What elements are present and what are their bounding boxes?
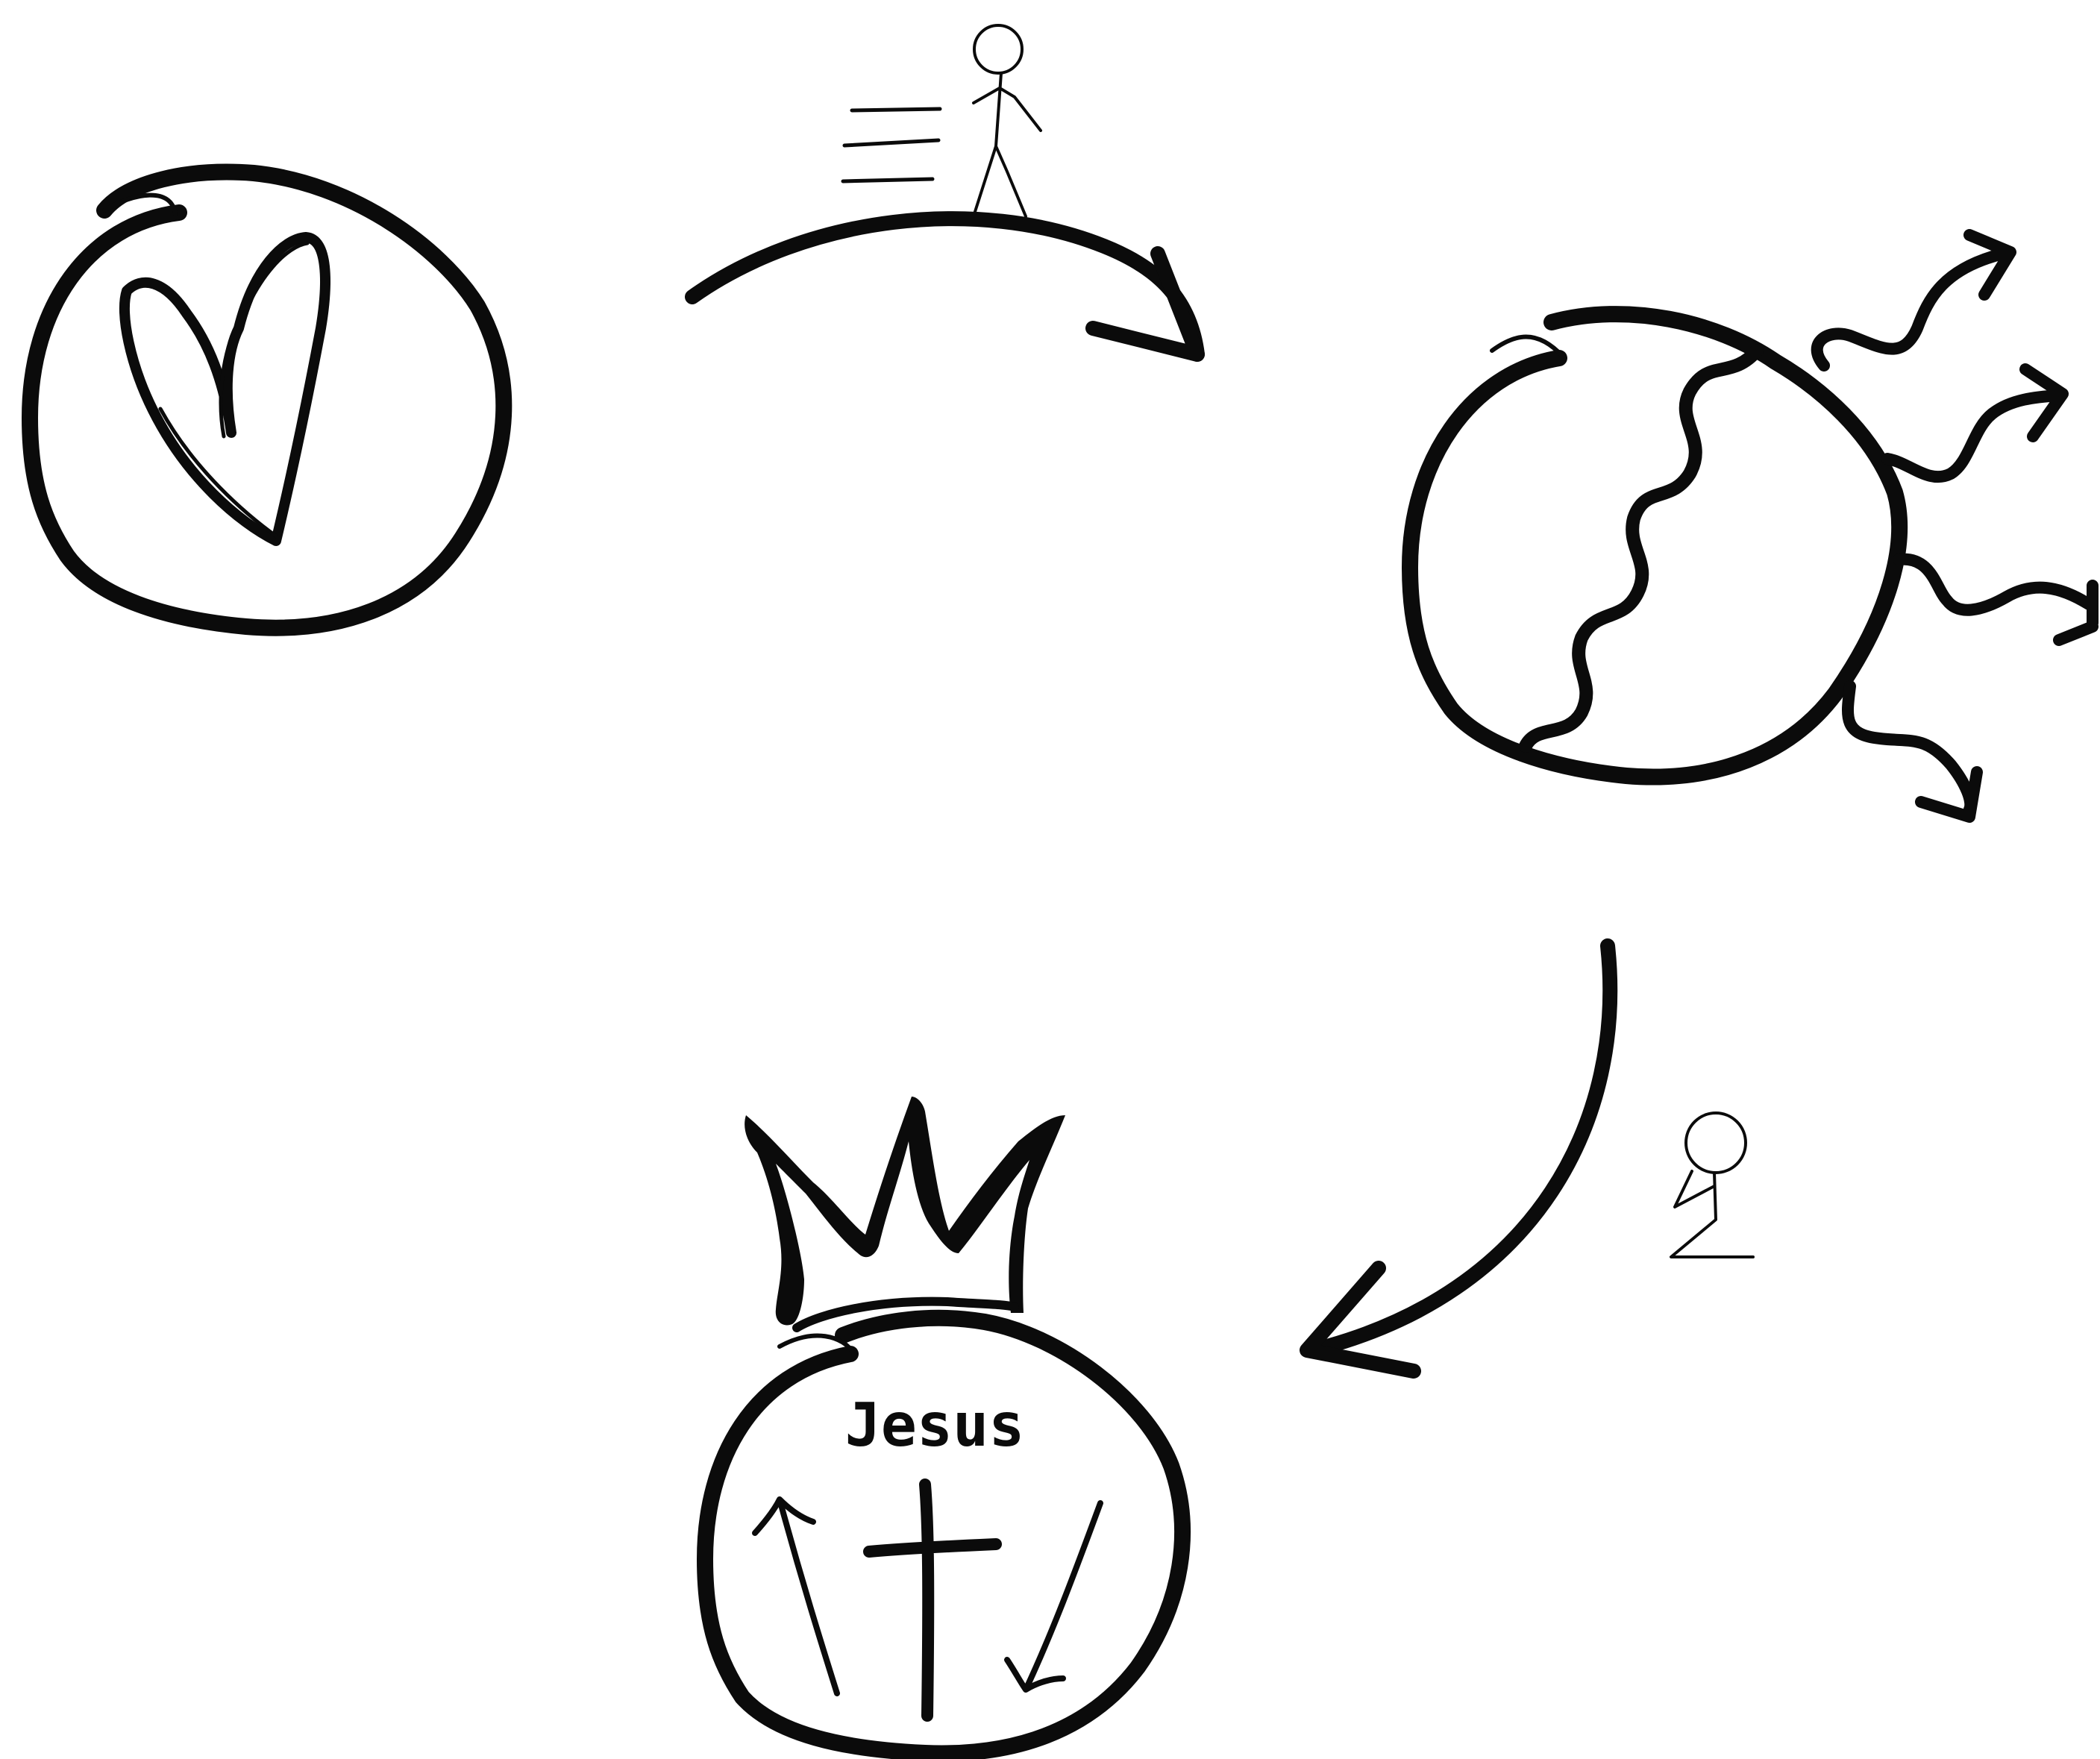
- motion-lines: [841, 107, 942, 184]
- jesus-circle: [697, 1309, 1191, 1759]
- arrowhead-right: [1300, 1261, 1421, 1379]
- heart-icon: [119, 232, 330, 546]
- down-arrow-icon: [1004, 1500, 1103, 1693]
- love-circle-tail: [102, 192, 178, 216]
- crown-icon: [745, 1097, 1065, 1332]
- jesus-circle-tail: [777, 1333, 856, 1356]
- crack-line: [1519, 344, 1764, 753]
- arc-arrow-right: [1306, 938, 1618, 1358]
- edge-love-to-sin: [685, 24, 1205, 362]
- love-circle: [22, 163, 513, 636]
- edge-sin-to-jesus: [1300, 938, 1755, 1379]
- sin-circle: [1402, 306, 1908, 786]
- kneeling-person-icon: [1670, 1111, 1755, 1258]
- squiggle-arrows: [1811, 229, 2099, 823]
- sin-node: [1402, 229, 2099, 823]
- sin-circle-tail: [1490, 334, 1565, 359]
- running-person-icon: [841, 24, 1042, 218]
- love-node: [22, 163, 513, 636]
- jesus-node: Jesus: [697, 1097, 1191, 1759]
- up-arrow-icon: [752, 1496, 840, 1696]
- cross-icon: [863, 1479, 1002, 1722]
- arrowhead-top: [1085, 246, 1205, 362]
- jesus-label: Jesus: [845, 1390, 1025, 1460]
